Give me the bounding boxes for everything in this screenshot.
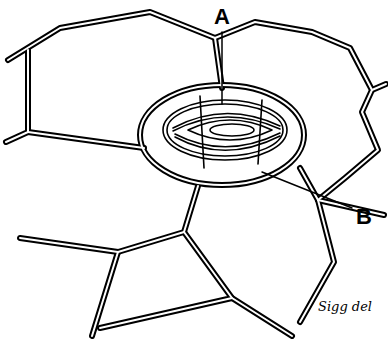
part-label: B bbox=[356, 206, 372, 228]
part-label: A bbox=[214, 6, 230, 28]
artist-signature: Sigg del bbox=[318, 300, 372, 313]
